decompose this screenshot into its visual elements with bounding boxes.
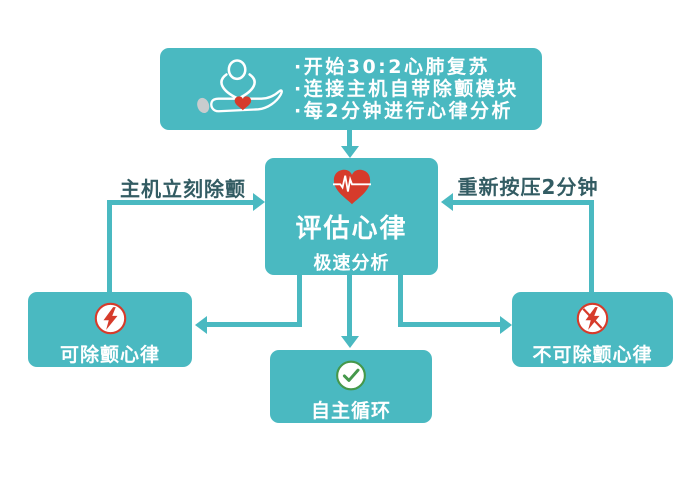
assess-rhythm-title: 评估心律: [295, 214, 408, 244]
connector-shockable-up: [107, 200, 112, 292]
nonshockable-rhythm-label: 不可除颤心律: [532, 344, 653, 366]
cpr-instruction-line-3: ·每2分钟进行心律分析: [294, 100, 513, 122]
node-spontaneous-circulation: 自主循环: [270, 350, 432, 423]
connector-nonshockable-up: [589, 200, 594, 292]
shock-lightning-icon: [94, 302, 126, 335]
edge-label-defibrillate: 主机立刻除颤: [120, 177, 246, 201]
arrowhead-into-rosc: [341, 336, 359, 351]
edge-label-recompress: 重新按压2分钟: [457, 175, 599, 199]
node-nonshockable-rhythm: 不可除颤心律: [512, 292, 673, 367]
arrowhead-into-shockable: [192, 316, 207, 334]
connector-to-nonshockable: [398, 322, 500, 327]
shockable-rhythm-label: 可除颤心律: [59, 344, 160, 366]
node-cpr-instructions: ·开始30:2心肺复苏 ·连接主机自带除颤模块 ·每2分钟进行心律分析: [160, 48, 542, 130]
connector-center-down-middle: [347, 275, 352, 337]
node-shockable-rhythm: 可除颤心律: [28, 292, 192, 367]
connector-shockable-to-center: [107, 200, 253, 205]
arrowhead-into-center-right: [438, 193, 453, 211]
assess-rhythm-subtitle: 极速分析: [313, 253, 390, 274]
spontaneous-circulation-label: 自主循环: [310, 400, 391, 422]
no-shock-lightning-icon: [576, 302, 609, 335]
cpr-instructions-text: ·开始30:2心肺复苏 ·连接主机自带除颤模块 ·每2分钟进行心律分析: [294, 56, 519, 122]
arrowhead-top-to-center: [341, 146, 359, 161]
connector-to-shockable: [204, 322, 302, 327]
cpr-instruction-line-2: ·连接主机自带除颤模块: [294, 78, 519, 100]
connector-center-down-right: [398, 275, 403, 327]
arrowhead-into-center-left: [253, 193, 268, 211]
cpr-compression-icon: [197, 59, 283, 114]
connector-top-to-center: [347, 130, 352, 148]
check-circle-icon: [336, 360, 366, 391]
node-assess-rhythm: 评估心律 极速分析: [265, 158, 438, 275]
arrowhead-into-nonshockable: [500, 316, 515, 334]
connector-nonshockable-to-center: [450, 200, 594, 205]
connector-center-down-left: [297, 275, 302, 327]
heart-ecg-icon: [332, 169, 371, 205]
cpr-instruction-line-1: ·开始30:2心肺复苏: [294, 56, 490, 78]
